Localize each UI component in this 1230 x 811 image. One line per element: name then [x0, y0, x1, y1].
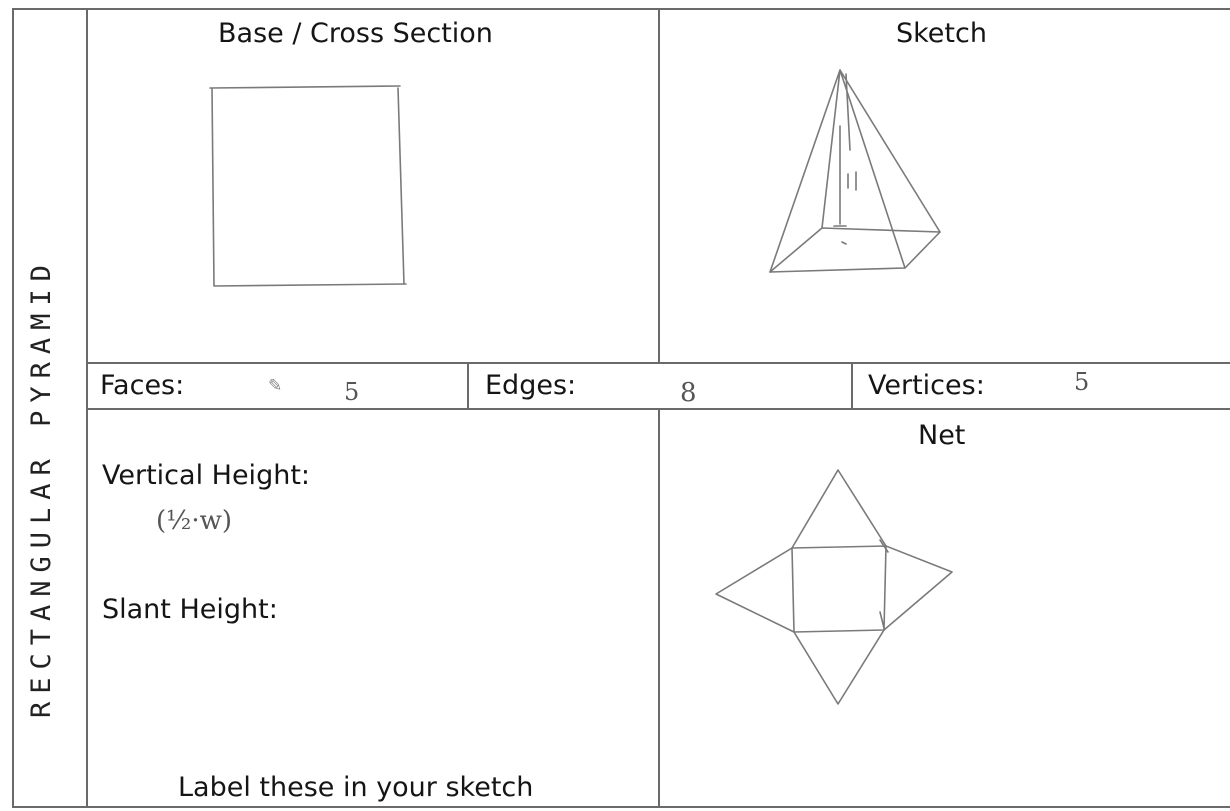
faces-label: Faces:: [100, 370, 185, 401]
border-bottom: [12, 806, 1230, 808]
net-title: Net: [918, 420, 966, 451]
vertices-label: Vertices:: [868, 370, 985, 401]
sketch-title: Sketch: [896, 18, 987, 49]
slant-height-label: Slant Height:: [102, 594, 278, 625]
vertical-height-value: (½·w): [156, 506, 233, 536]
border-left: [12, 8, 14, 808]
footer-note: Label these in your sketch: [178, 772, 534, 803]
counts-divider-1: [467, 362, 469, 410]
center-divider-bottom: [658, 409, 660, 808]
base-cross-section-title: Base / Cross Section: [218, 18, 493, 49]
vertices-value: 5: [1074, 368, 1090, 396]
counts-row-top: [86, 362, 1230, 364]
counts-row-bottom: [86, 408, 1230, 410]
center-divider-top: [658, 8, 660, 364]
faces-scribble: ✎: [268, 376, 283, 396]
counts-divider-2: [851, 362, 853, 410]
edges-value: 8: [680, 378, 697, 408]
faces-value: 5: [344, 378, 360, 406]
edges-label: Edges:: [485, 370, 577, 401]
border-top: [12, 8, 1230, 10]
vertical-height-label: Vertical Height:: [102, 460, 310, 491]
